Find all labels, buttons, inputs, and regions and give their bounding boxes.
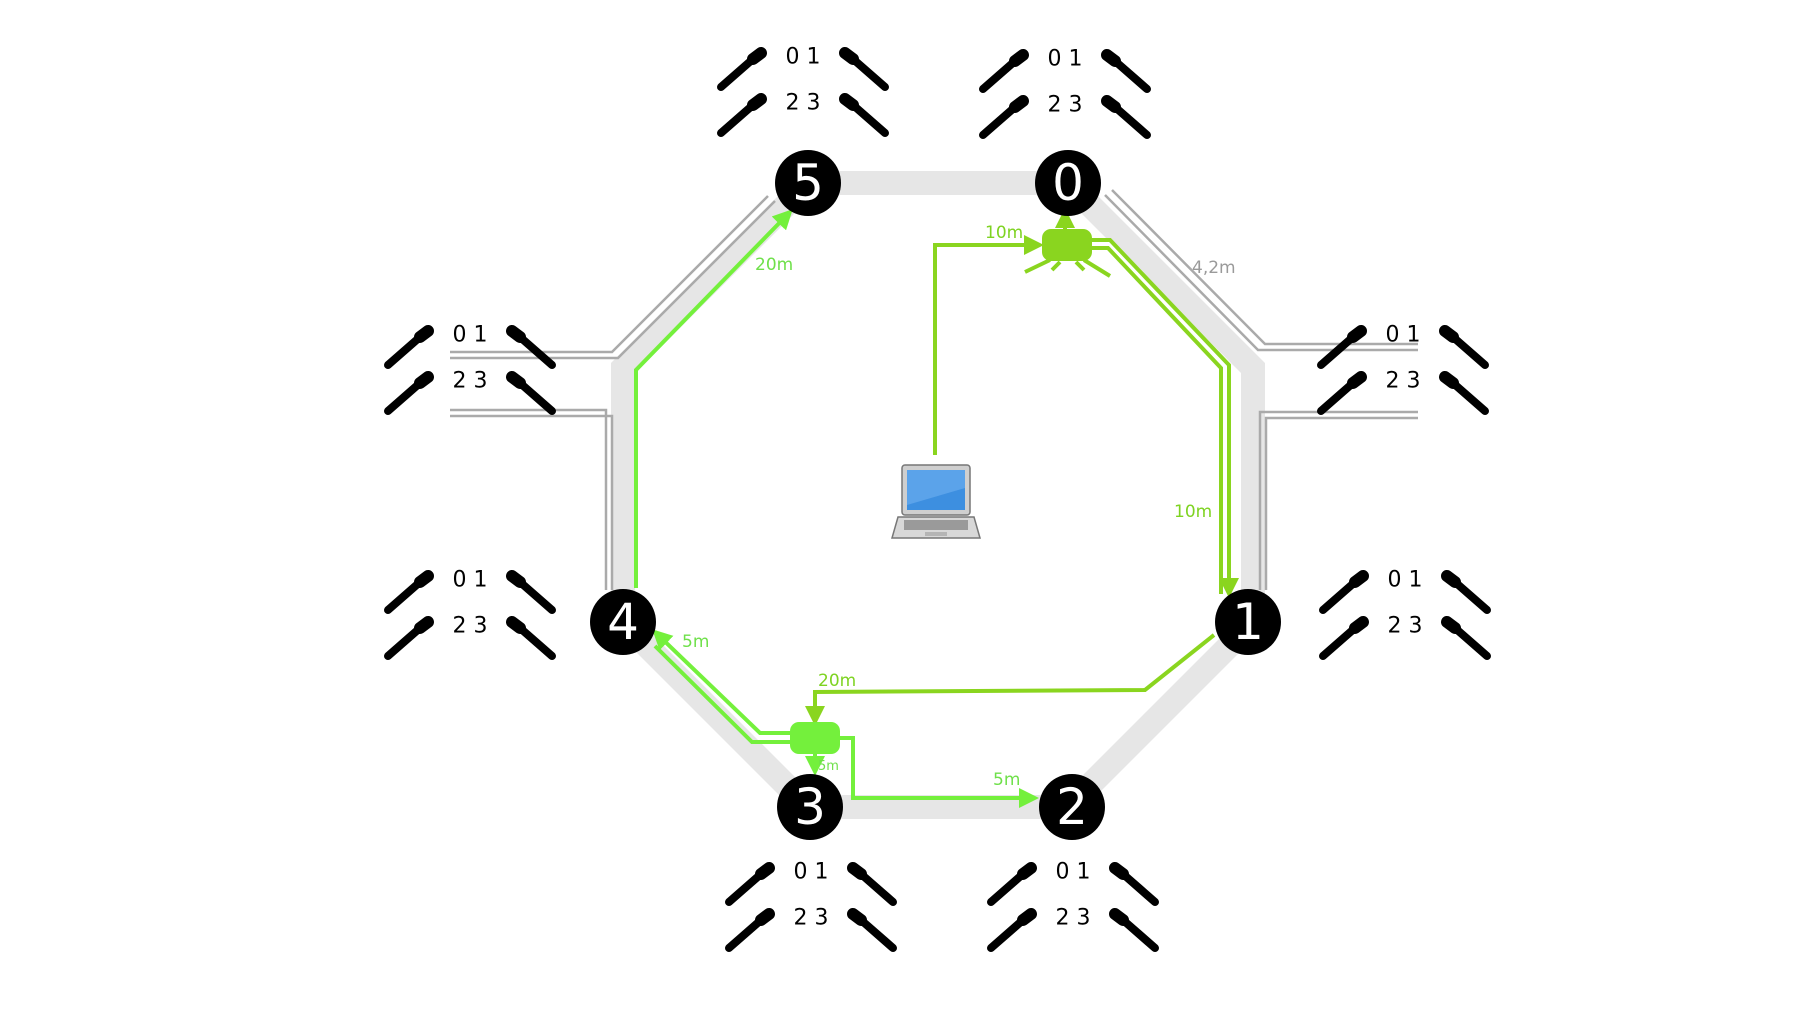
- node-2: 2: [1039, 774, 1105, 840]
- ports-node-1: 0 1 2 3: [1323, 568, 1487, 657]
- length-gray-segment: 4,2m: [1192, 258, 1236, 278]
- node-3: 3: [777, 774, 843, 840]
- node-4: 4: [590, 589, 656, 655]
- node-0: 0: [1035, 150, 1101, 216]
- node-3-label: 3: [794, 778, 826, 836]
- ports-label-bottom: 2 3: [1048, 93, 1083, 118]
- ports-node-3: 0 1 2 3: [729, 860, 893, 949]
- length-hub3-to-2: 5m: [993, 770, 1020, 790]
- node-1-label: 1: [1232, 593, 1264, 651]
- ports-label-top: 0 1: [1048, 47, 1083, 72]
- ports-label-bottom: 2 3: [794, 906, 829, 931]
- ports-node-4: 0 1 2 3: [388, 568, 552, 657]
- ports-label-top: 0 1: [453, 323, 488, 348]
- hub-0: [1024, 229, 1112, 278]
- ports-label-top: 0 1: [1386, 323, 1421, 348]
- ports-node-2: 0 1 2 3: [991, 860, 1155, 949]
- length-1-to-hub3: 20m: [818, 671, 856, 691]
- ports-label-top: 0 1: [1056, 860, 1091, 885]
- length-hub0-to-1: 10m: [1174, 502, 1212, 522]
- node-1: 1: [1215, 589, 1281, 655]
- gray-cable-right: [1104, 189, 1418, 590]
- ports-label-bottom: 2 3: [1388, 614, 1423, 639]
- ports-label-top: 0 1: [786, 45, 821, 70]
- ports-label-bottom: 2 3: [453, 614, 488, 639]
- ports-left-upper: 0 1 2 3: [388, 323, 552, 412]
- laptop-icon: [891, 464, 981, 539]
- node-0-label: 0: [1052, 154, 1084, 212]
- length-hub3-to-4: 5m: [682, 632, 709, 652]
- green-cables: [805, 208, 1239, 726]
- length-hub0-in: 10m: [985, 223, 1023, 243]
- length-4-to-5: 20m: [755, 255, 793, 275]
- ports-label-bottom: 2 3: [1386, 369, 1421, 394]
- lime-cables: [634, 209, 1039, 808]
- hub-3: [790, 722, 840, 754]
- node-5-label: 5: [792, 154, 824, 212]
- ports-label-bottom: 2 3: [1056, 906, 1091, 931]
- ports-node-0: 0 1 2 3: [983, 47, 1147, 136]
- gray-cable-left: [450, 195, 776, 590]
- ports-label-top: 0 1: [453, 568, 488, 593]
- ports-label-bottom: 2 3: [786, 91, 821, 116]
- ports-label-bottom: 2 3: [453, 369, 488, 394]
- ports-label-top: 0 1: [794, 860, 829, 885]
- ports-node-5: 0 1 2 3: [721, 45, 885, 134]
- node-4-label: 4: [607, 593, 639, 651]
- node-5: 5: [775, 150, 841, 216]
- ports-right-upper: 0 1 2 3: [1321, 323, 1485, 412]
- ports-label-top: 0 1: [1388, 568, 1423, 593]
- length-hub3-to-3: 5m: [818, 759, 839, 774]
- node-2-label: 2: [1056, 778, 1088, 836]
